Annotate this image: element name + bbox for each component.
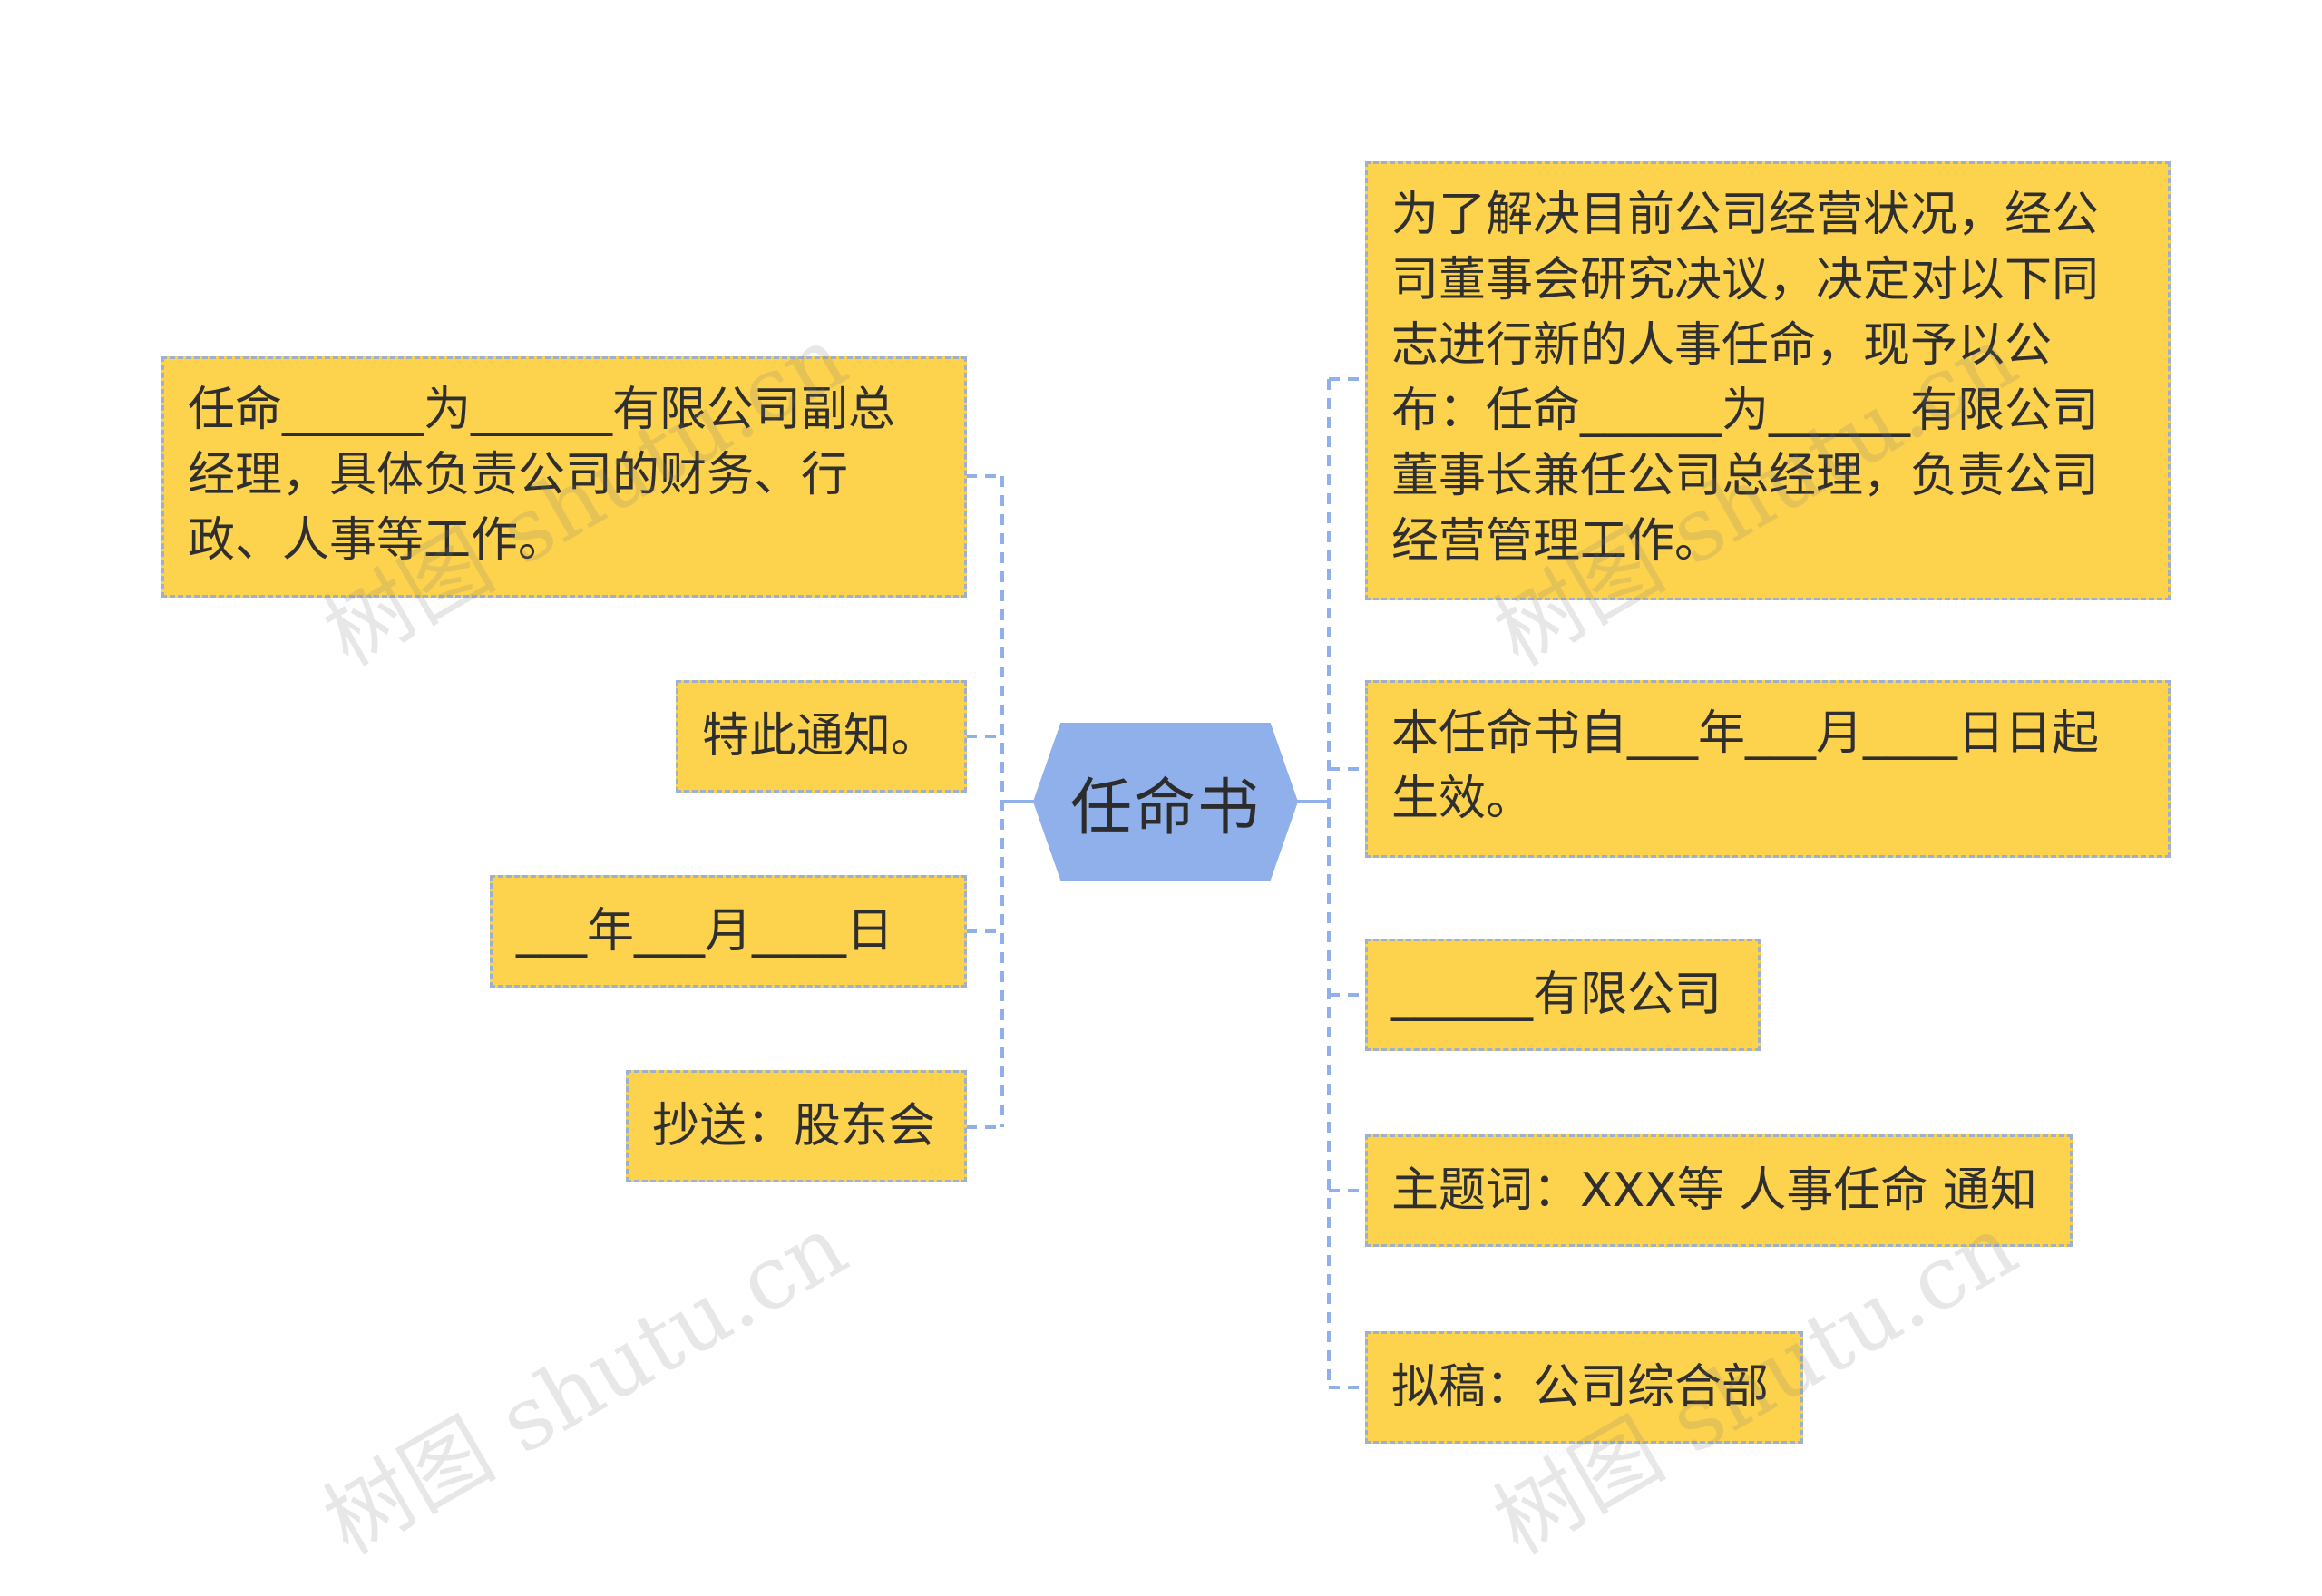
left-node-appointment[interactable]: 任命______为______有限公司副总经理，具体负责公司的财务、行政、人事等… — [161, 356, 967, 598]
left-node-notice[interactable]: 特此通知。 — [676, 680, 967, 793]
right-node-drafter[interactable]: 拟稿：公司综合部 — [1365, 1331, 1803, 1444]
right-node-company[interactable]: ______有限公司 — [1365, 939, 1761, 1051]
right-node-keywords[interactable]: 主题词：XXX等 人事任命 通知 — [1365, 1134, 2073, 1247]
right-node-effective-date[interactable]: 本任命书自___年___月____日日起生效。 — [1365, 680, 2171, 858]
right-node-announcement[interactable]: 为了解决目前公司经营状况，经公司董事会研究决议，决定对以下同志进行新的人事任命，… — [1365, 161, 2171, 600]
left-node-cc[interactable]: 抄送：股东会 — [626, 1070, 967, 1182]
center-topic[interactable]: 任命书 — [1069, 772, 1261, 844]
left-node-date[interactable]: ___年___月____日 — [490, 875, 967, 988]
center-hexagon — [1032, 723, 1299, 881]
